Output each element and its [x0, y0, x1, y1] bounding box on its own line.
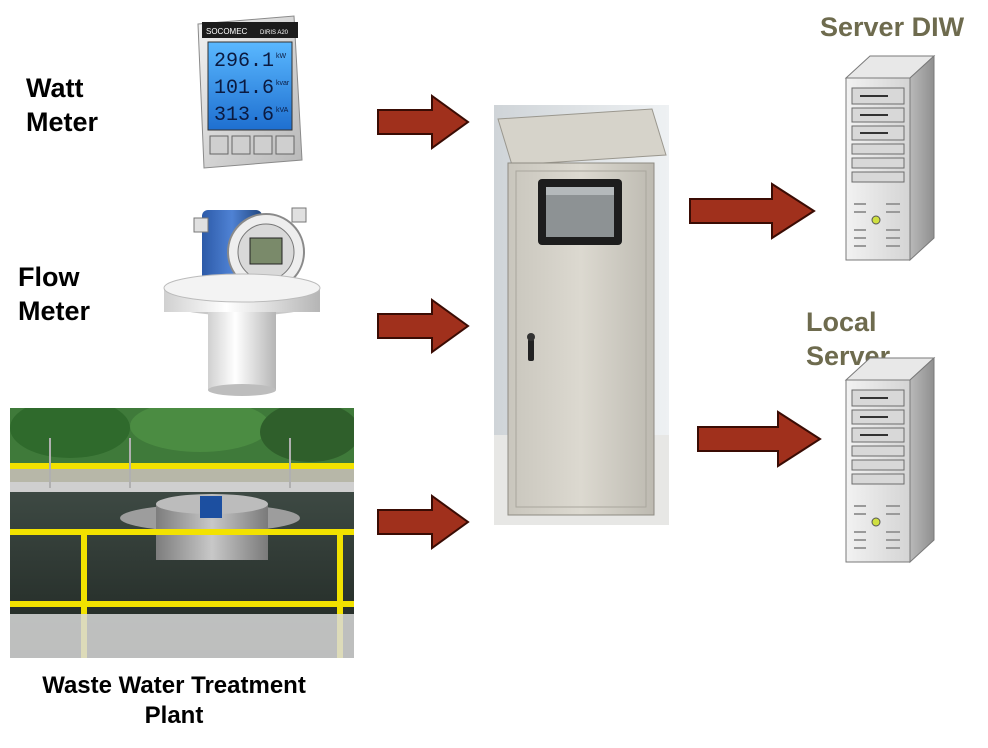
local-server-label: Local Server — [806, 306, 890, 374]
arrow-flow-meter-to-cabinet — [377, 298, 470, 354]
arrow-watt-meter-to-cabinet — [377, 94, 470, 150]
plant-label: Waste Water Treatment Plant — [4, 671, 344, 731]
server-diw-icon — [844, 54, 936, 262]
plant-label-line1: Waste Water Treatment — [42, 672, 306, 699]
watt-meter-brand: SOCOMEC — [206, 27, 248, 36]
watt-meter-label-line1: Watt — [26, 73, 84, 103]
plant-label-line2: Plant — [144, 702, 204, 729]
server-diw-label: Server DIW — [820, 12, 965, 42]
watt-meter-label: Watt Meter — [26, 72, 98, 140]
watt-meter-reading1: 296.1 — [214, 50, 274, 73]
local-server-label-line1: Local — [806, 307, 877, 337]
watt-meter-reading3: 313.6 — [214, 104, 274, 127]
arrow-cabinet-to-server-diw — [689, 182, 816, 240]
watt-meter-image: SOCOMEC DIRIS A20 296.1 kW 101.6 kvar 31… — [197, 15, 303, 169]
flow-meter-image — [163, 207, 321, 396]
flow-meter-label-line2: Meter — [18, 295, 91, 326]
arrow-plant-to-cabinet — [377, 494, 470, 550]
watt-meter-label-line2: Meter — [26, 106, 99, 137]
local-server-icon — [844, 356, 936, 564]
watt-meter-model: DIRIS A20 — [260, 30, 289, 36]
plant-photo — [10, 408, 354, 658]
watt-meter-reading2: 101.6 — [214, 77, 274, 100]
control-cabinet-image — [494, 105, 669, 525]
arrow-cabinet-to-local-server — [697, 410, 822, 468]
watt-meter-unit2: kvar — [276, 80, 290, 87]
watt-meter-unit1: kW — [276, 53, 287, 60]
flow-meter-label-line1: Flow — [18, 262, 80, 292]
watt-meter-unit3: kVA — [276, 107, 289, 114]
flow-meter-label: Flow Meter — [18, 261, 90, 329]
